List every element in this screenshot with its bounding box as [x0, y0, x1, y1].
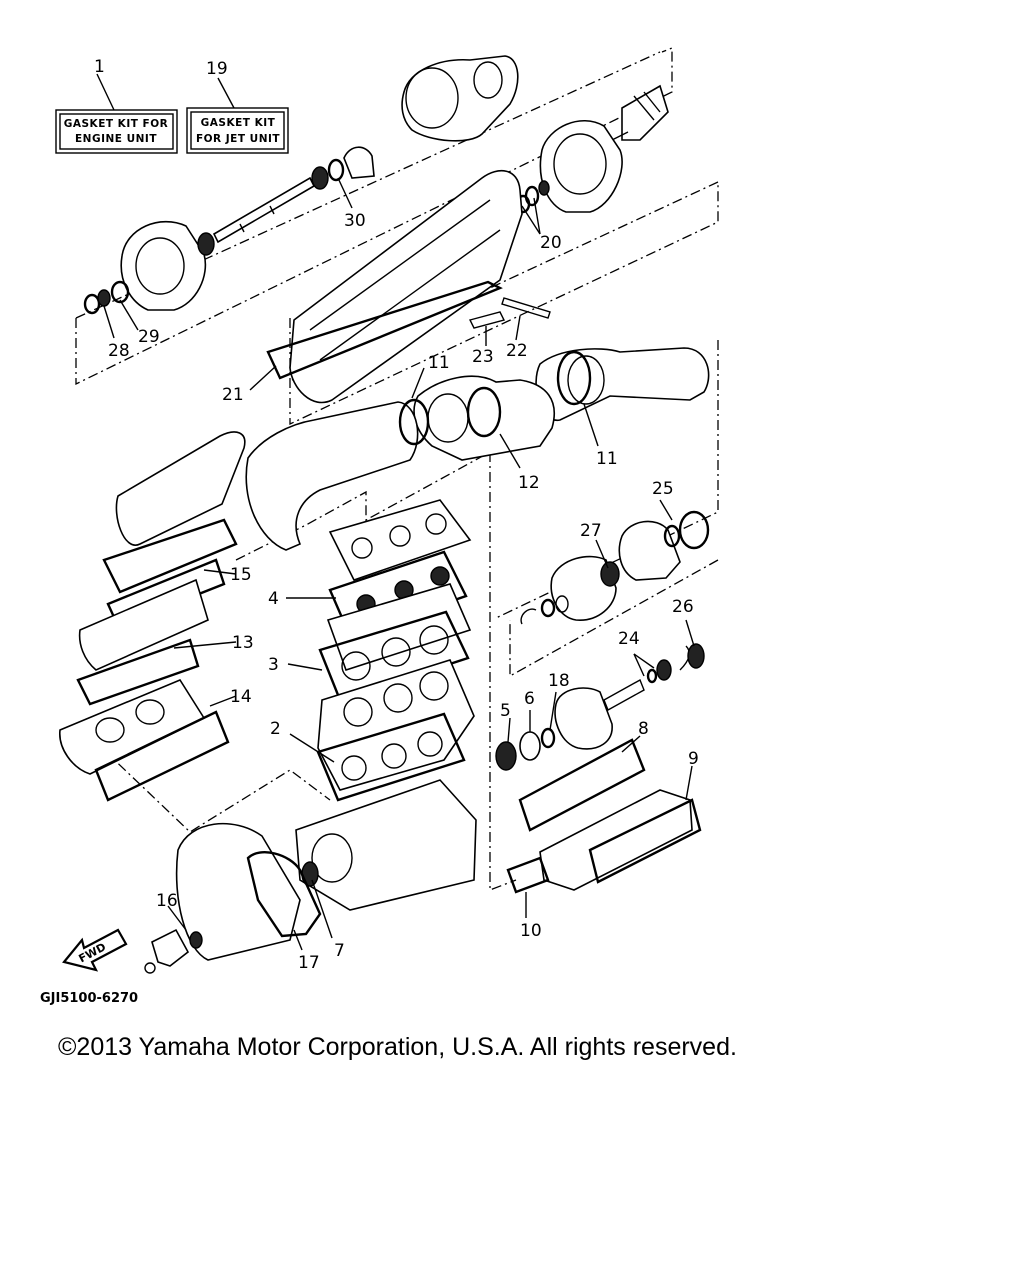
callout-17[interactable]: 17	[298, 953, 320, 973]
kit-box-jet[interactable]: GASKET KIT FOR JET UNIT	[186, 107, 289, 154]
callout-labels: 1 19 30 20 28 29 21 23 22 11 11 12 25 27…	[94, 57, 699, 973]
callout-27[interactable]: 27	[580, 521, 602, 541]
cover-gasket-9	[588, 798, 702, 884]
callout-23[interactable]: 23	[472, 347, 494, 367]
manifold-gasket-13	[76, 638, 200, 706]
callout-11b[interactable]: 11	[596, 449, 618, 469]
callout-2[interactable]: 2	[270, 719, 281, 739]
cover-gasket-17	[246, 851, 322, 938]
callout-20[interactable]: 20	[540, 233, 562, 253]
drive-shaft-coupler	[554, 643, 705, 750]
water-regulator-16	[144, 928, 203, 974]
callout-29[interactable]: 29	[138, 327, 160, 347]
duct-gasket-21	[266, 280, 503, 380]
fwd-arrow-icon: FWD	[62, 928, 128, 972]
callout-9[interactable]: 9	[688, 749, 699, 769]
kit-engine-line2: ENGINE UNIT	[75, 133, 157, 145]
kit-jet-line1: GASKET KIT	[201, 117, 276, 129]
callout-5[interactable]: 5	[500, 701, 511, 721]
pump-cover-left	[120, 221, 215, 311]
callout-1[interactable]: 1	[94, 57, 105, 77]
kit-box-engine[interactable]: GASKET KIT FOR ENGINE UNIT	[55, 109, 178, 154]
exploded-parts-diagram: GASKET KIT FOR ENGINE UNIT GASKET KIT FO…	[40, 47, 719, 1006]
callout-8[interactable]: 8	[638, 719, 649, 739]
callout-22[interactable]: 22	[506, 341, 528, 361]
base-gasket-2	[316, 712, 466, 802]
callout-11a[interactable]: 11	[428, 353, 450, 373]
cylinder-block	[317, 659, 475, 791]
callout-3[interactable]: 3	[268, 655, 279, 675]
head-gasket-3	[318, 610, 470, 702]
drive-group-outline	[103, 340, 719, 891]
callout-4[interactable]: 4	[268, 589, 279, 609]
intake-manifold	[78, 578, 209, 671]
coupling-cover-25	[618, 510, 710, 581]
callout-24[interactable]: 24	[618, 629, 640, 649]
crankcase-cover	[175, 822, 301, 961]
kit-engine-line1: GASKET KIT FOR	[64, 118, 168, 130]
cylinder-head-cover	[328, 499, 472, 581]
callout-30[interactable]: 30	[344, 211, 366, 231]
jet-duct	[289, 169, 523, 404]
callout-16[interactable]: 16	[156, 891, 178, 911]
gasket-10	[506, 856, 550, 894]
bearings-snap-rings	[520, 595, 569, 625]
callout-21[interactable]: 21	[222, 385, 244, 405]
impeller	[611, 84, 669, 141]
callout-25[interactable]: 25	[652, 479, 674, 499]
copyright-notice: ©2013 Yamaha Motor Corporation, U.S.A. A…	[58, 1033, 737, 1061]
seals-28-29	[83, 280, 130, 315]
callout-14[interactable]: 14	[230, 687, 252, 707]
callout-26[interactable]: 26	[672, 597, 694, 617]
exhaust-gasket-8	[518, 738, 646, 832]
drive-shaft	[212, 176, 316, 244]
pump-cover-right	[539, 120, 623, 213]
callout-28[interactable]: 28	[108, 341, 130, 361]
kit-jet-line2: FOR JET UNIT	[196, 133, 280, 145]
callout-7[interactable]: 7	[334, 941, 345, 961]
exhaust-pipe-elbow	[245, 401, 419, 551]
exhaust-chamber-cover	[539, 789, 693, 891]
callout-12[interactable]: 12	[518, 473, 540, 493]
figure-code: GJI5100-6270	[40, 991, 138, 1006]
callout-10[interactable]: 10	[520, 921, 542, 941]
callout-6[interactable]: 6	[524, 689, 535, 709]
callout-15[interactable]: 15	[230, 565, 252, 585]
oil-seals-5-6-18	[495, 727, 556, 771]
callout-19[interactable]: 19	[206, 59, 228, 79]
nozzle-cap-30	[311, 146, 375, 190]
bearing-housing	[550, 555, 620, 621]
exhaust-gaskets-11-12	[398, 350, 592, 446]
crankcase	[295, 779, 477, 911]
jet-pump-housing	[401, 55, 519, 142]
callout-13[interactable]: 13	[232, 633, 254, 653]
reed-gasket-14	[94, 710, 230, 802]
seal-strips-22-23	[468, 297, 551, 329]
exhaust-manifold	[115, 431, 246, 546]
callout-18[interactable]: 18	[548, 671, 570, 691]
leader-lines	[96, 73, 695, 951]
